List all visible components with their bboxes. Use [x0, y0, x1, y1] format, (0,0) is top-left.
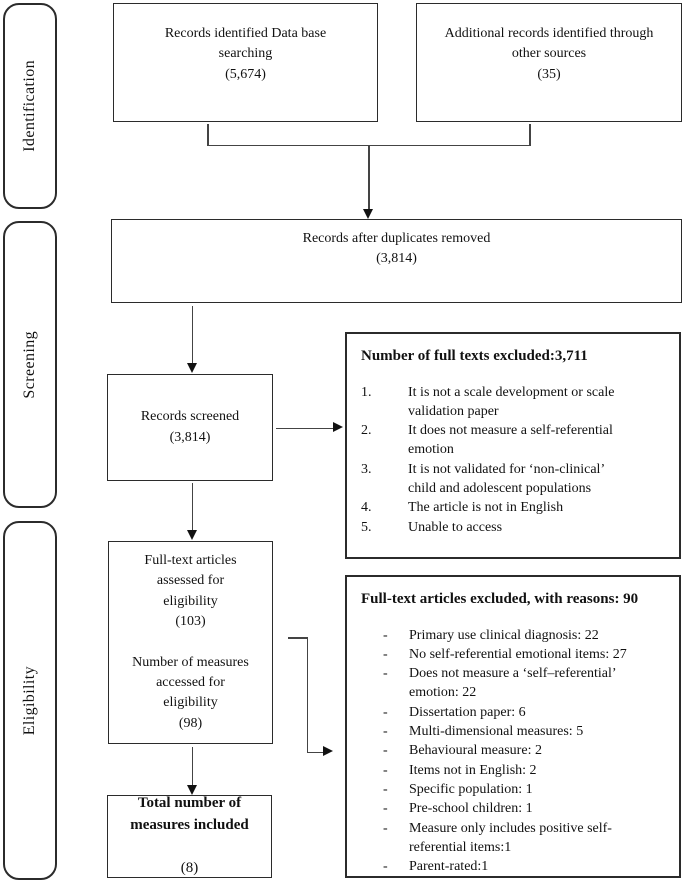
list-item: 1. It is not a scale development or scal… [361, 383, 671, 422]
box-duplicates-removed: Records after duplicates removed (3,814) [111, 219, 682, 303]
list-marker: - [383, 762, 388, 778]
list-item: - Behavioural measure: 2 [361, 741, 671, 760]
list-marker: 5. [361, 519, 372, 535]
arrowhead-screened-to-excluded [333, 422, 343, 432]
list-item: - Primary use clinical diagnosis: 22 [361, 626, 671, 645]
list-item: - Multi-dimensional measures: 5 [361, 722, 671, 741]
box-additional-records: Additional records identified through ot… [416, 3, 682, 122]
list-item-text: No self-referential emotional items: 27 [409, 646, 627, 662]
list-item-text: Behavioural measure: 2 [409, 743, 542, 759]
list-item-text: Does not measure a ‘self–referential’ em… [409, 666, 617, 701]
arrow-duplicates-to-screened-line [191, 306, 193, 364]
list-marker: - [383, 724, 388, 740]
list-item: - Items not in English: 2 [361, 761, 671, 780]
list-marker: - [383, 782, 388, 797]
list-marker: 4. [361, 500, 372, 516]
box-records-screened: Records screened (3,814) [107, 374, 273, 481]
connector-stub-database [207, 124, 209, 146]
list-item: 2. It does not measure a self-referentia… [361, 421, 671, 460]
box-fulltext-excluded-reasons: Full-text articles excluded, with reason… [345, 575, 681, 878]
list-item-text: Unable to access [408, 519, 503, 535]
elbow-horizontal-top [288, 637, 308, 639]
arrowhead-fulltext-to-reasons [323, 746, 333, 756]
box-duplicates-removed-text: Records after duplicates removed (3,814) [302, 231, 491, 267]
stage-box-screening: Screening [3, 221, 57, 508]
list-item: - Pre-school children: 1 [361, 799, 671, 818]
list-item-text: It does not measure a self-referential e… [408, 423, 613, 458]
stage-box-eligibility: Eligibility [3, 521, 57, 880]
stage-label-screening: Screening [21, 330, 38, 399]
total-included-count: (8) [180, 860, 199, 877]
stage-label-eligibility: Eligibility [21, 665, 38, 736]
total-included-bold-text: Total number of measures included [130, 795, 249, 833]
box-total-included-text: Total number of measures included (8) [130, 771, 248, 885]
box-total-included: Total number of measures included (8) [107, 795, 272, 878]
list-marker: - [383, 704, 388, 720]
list-item-text: Items not in English: 2 [409, 762, 537, 778]
box-fulltexts-excluded-screening: Number of full texts excluded:3,711 1. I… [345, 332, 681, 559]
connector-merge-horizontal [207, 144, 531, 146]
list-marker: - [383, 801, 388, 817]
list-marker: 3. [361, 461, 372, 477]
arrow-screened-to-fulltext-line [191, 483, 193, 531]
arrowhead-fulltext-to-total [187, 785, 197, 795]
list-item-text: Pre-school children: 1 [409, 801, 533, 817]
list-marker: 2. [361, 423, 372, 439]
arrowhead-screened-to-fulltext [187, 530, 197, 540]
list-marker: - [383, 743, 388, 759]
box-records-identified-database: Records identified Data base searching (… [113, 3, 378, 122]
box-records-identified-database-text: Records identified Data base searching (… [164, 26, 327, 82]
list-item: - Dissertation paper: 6 [361, 703, 671, 722]
elbow-horizontal-bottom [307, 751, 324, 753]
fulltext-excluded-reasons-title: Full-text articles excluded, with reason… [361, 591, 639, 607]
list-item: - Measure only includes positive self- r… [361, 819, 671, 858]
connector-stub-other-sources [529, 124, 531, 146]
list-item: - No self-referential emotional items: 2… [361, 645, 671, 664]
fulltext-excluded-reasons-list: - Primary use clinical diagnosis: 22 - N… [361, 626, 671, 877]
list-item-text: Parent-rated:1 [409, 859, 489, 875]
box-fulltext-assessed: Full-text articles assessed for eligibil… [108, 541, 273, 744]
arrow-to-duplicates-line [368, 146, 370, 210]
list-item: - Does not measure a ‘self–referential’ … [361, 664, 671, 703]
box-fulltext-assessed-text: Full-text articles assessed for eligibil… [132, 553, 249, 731]
fulltexts-excluded-title: Number of full texts excluded:3,711 [361, 348, 588, 364]
arrowhead-to-duplicates [363, 209, 373, 219]
list-item-text: Measure only includes positive self- ref… [409, 820, 612, 855]
list-item: 4. The article is not in English [361, 498, 671, 517]
list-item-text: Dissertation paper: 6 [409, 704, 526, 720]
list-item-text: Specific population: 1 [409, 782, 533, 797]
stage-label-identification: Identification [21, 60, 38, 152]
box-additional-records-text: Additional records identified through ot… [444, 26, 654, 82]
list-marker: - [383, 820, 388, 836]
fulltexts-excluded-list: 1. It is not a scale development or scal… [361, 383, 671, 538]
list-item-text: Primary use clinical diagnosis: 22 [409, 627, 599, 643]
list-marker: - [383, 627, 388, 643]
list-item-text: It is not a scale development or scale v… [408, 384, 615, 419]
arrowhead-duplicates-to-screened [187, 363, 197, 373]
elbow-vertical [306, 637, 308, 752]
list-item: 3. It is not validated for ‘non-clinical… [361, 460, 671, 499]
box-records-screened-text: Records screened (3,814) [140, 409, 240, 445]
list-item: - Parent-rated:1 [361, 857, 671, 876]
stage-box-identification: Identification [3, 3, 57, 209]
list-item-text: Multi-dimensional measures: 5 [409, 724, 584, 740]
list-marker: - [383, 859, 388, 875]
list-item: 5. Unable to access [361, 518, 671, 537]
list-marker: 1. [361, 384, 372, 400]
arrow-fulltext-to-total-line [191, 747, 193, 786]
list-marker: - [383, 646, 388, 662]
list-item-text: It is not validated for ‘non-clinical’ c… [408, 461, 606, 497]
arrow-screened-to-excluded-line [276, 427, 334, 429]
list-item: - Specific population: 1 [361, 780, 671, 799]
list-item-text: The article is not in English [408, 500, 564, 516]
list-marker: - [383, 666, 388, 682]
